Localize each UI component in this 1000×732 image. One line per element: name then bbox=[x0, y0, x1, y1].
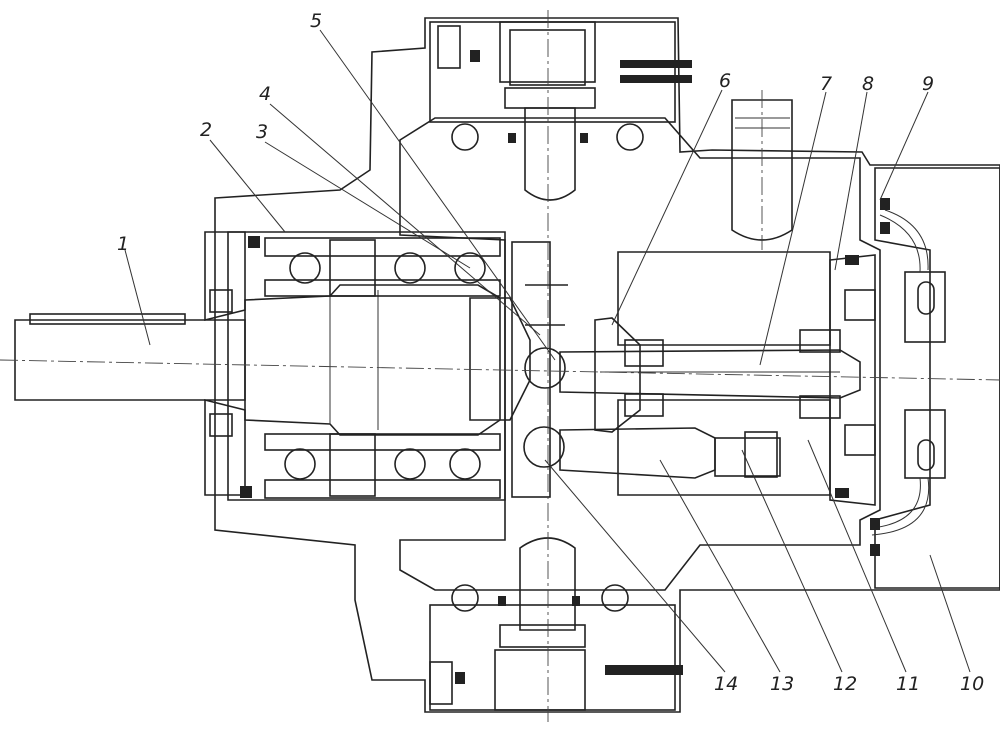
callout-6: 6 bbox=[719, 70, 731, 92]
callout-8: 8 bbox=[862, 73, 874, 95]
top-trunnion-assembly bbox=[429, 21, 692, 201]
disc-spring bbox=[594, 317, 664, 433]
callout-13: 13 bbox=[770, 673, 794, 695]
callout-11: 11 bbox=[896, 673, 920, 695]
callout-3: 3 bbox=[256, 121, 268, 143]
drive-shaft bbox=[14, 284, 531, 436]
leader-lines bbox=[124, 29, 971, 673]
callout-10: 10 bbox=[960, 673, 984, 695]
drive-flange bbox=[511, 241, 568, 498]
callout-labels: 1 2 3 4 5 6 7 8 9 10 11 12 13 14 bbox=[117, 10, 984, 695]
callout-12: 12 bbox=[833, 673, 857, 695]
callout-4: 4 bbox=[259, 83, 271, 105]
callout-2: 2 bbox=[200, 119, 212, 141]
cylinder-block bbox=[617, 251, 841, 496]
front-shaft-seal bbox=[204, 231, 260, 498]
cover-ports bbox=[871, 209, 946, 536]
bottom-trunnion-assembly bbox=[429, 537, 683, 711]
piston-rod bbox=[559, 427, 781, 479]
callout-7: 7 bbox=[820, 73, 832, 95]
callout-5: 5 bbox=[310, 10, 322, 32]
shaft-bearings bbox=[264, 237, 501, 499]
vent-plug bbox=[731, 99, 793, 241]
callout-14: 14 bbox=[714, 673, 738, 695]
callout-9: 9 bbox=[922, 73, 934, 95]
o-ring-seals bbox=[835, 198, 890, 556]
callout-1: 1 bbox=[117, 233, 129, 255]
center-lines bbox=[0, 10, 1000, 722]
valve-plate bbox=[829, 254, 876, 506]
